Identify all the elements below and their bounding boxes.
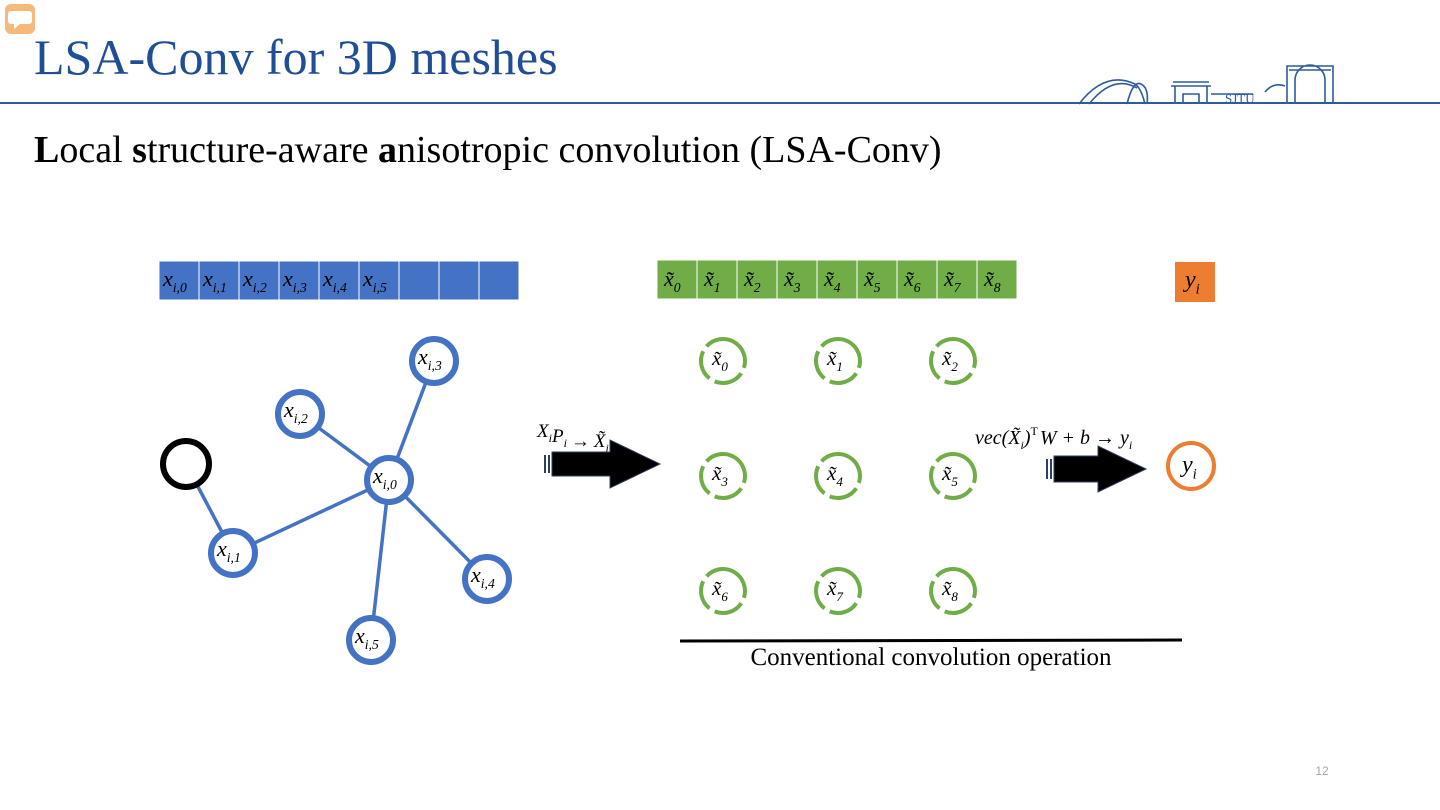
input-cell-label-0: xi,0: [162, 266, 187, 295]
graph-node-label-4: xi,4: [470, 562, 495, 591]
input-cell-label-4: xi,4: [322, 266, 347, 295]
subtitle-part-1: ocal: [59, 129, 133, 171]
output-cell-3: [776, 259, 818, 300]
input-cell-label-5: xi,5: [362, 266, 387, 295]
grid-node-label-4: x̃4: [826, 461, 843, 489]
grid-node-label-5: x̃5: [941, 461, 958, 489]
subtitle-part-3: tructure-aware: [146, 129, 378, 171]
subtitle-part-2: s: [132, 129, 147, 171]
graph-node-label-3: xi,3: [417, 344, 442, 373]
page-number: 12: [1315, 764, 1329, 778]
input-cell-4: [318, 260, 360, 301]
graph-node-label-0: xi,0: [372, 463, 397, 492]
input-cell-8: [478, 260, 520, 301]
input-cell-label-1: xi,1: [202, 266, 227, 295]
grid-node-label-3: x̃3: [711, 461, 728, 489]
graph-node-3: [409, 336, 459, 386]
subtitle-part-4: a: [377, 129, 397, 171]
grid-underline: [679, 638, 1183, 643]
grid-node-label-2: x̃2: [941, 346, 958, 374]
output-cell-4: [816, 259, 858, 300]
grid-node-label-8: x̃8: [941, 576, 958, 604]
input-cell-2: [238, 260, 280, 301]
grid-node-6: [699, 567, 747, 615]
subtitle-part-5: nisotropic convolution (LSA-Conv): [396, 129, 942, 171]
graph-node-label-1: xi,1: [216, 536, 241, 565]
input-cell-7: [438, 260, 480, 301]
output-cell-label-1: x̃1: [703, 266, 721, 295]
grid-node-5: [929, 452, 977, 500]
output-cell-label-6: x̃6: [903, 266, 921, 295]
slide-subtitle: Local structure-aware anisotropic convol…: [34, 128, 942, 172]
graph-edges: [184, 360, 489, 641]
output-cell-1: [696, 259, 738, 300]
grid-node-label-0: x̃0: [711, 346, 728, 374]
caption-conventional-convolution: Conventional convolution operation: [750, 644, 1112, 671]
grid-node-1: [814, 337, 862, 385]
output-box-rect: [1175, 262, 1215, 302]
grid-node-label-7: x̃7: [826, 576, 843, 604]
grid-node-label-1: x̃1: [826, 346, 843, 374]
output-node-label: yi: [1180, 452, 1197, 483]
conv-arrow: [1046, 445, 1148, 493]
output-node-circle: [1166, 441, 1216, 491]
graph-node-2: [275, 389, 325, 439]
graph-node-label-5: xi,5: [354, 623, 379, 652]
output-cell-label-8: x̃8: [983, 266, 1001, 295]
output-cell-label-0: x̃0: [663, 266, 681, 295]
slide-title: LSA-Conv for 3D meshes: [34, 29, 558, 85]
grid-node-0: [699, 337, 747, 385]
edge-0-1: [232, 478, 390, 555]
graph-node-0: [364, 455, 414, 505]
output-box: yi: [1175, 262, 1215, 302]
edge-0-5: [369, 479, 391, 641]
chat-bubble-icon: [5, 4, 35, 34]
graph-node-5: [346, 615, 396, 665]
output-cell-label-5: x̃5: [863, 266, 881, 295]
grid-node-8: [929, 567, 977, 615]
output-cell-label-4: x̃4: [823, 266, 841, 295]
grid-nodes: x̃0 x̃1 x̃2 x̃3 x̃4 x̃5 x̃6 x̃7 x̃8: [699, 337, 977, 615]
input-cell-6: [398, 260, 440, 301]
transform-label: XiPi→X̃i: [536, 421, 609, 455]
grid-node-2: [929, 337, 977, 385]
input-cell-label-2: xi,2: [242, 266, 267, 295]
subtitle-part-0: L: [34, 129, 60, 171]
transform-arrow: [544, 439, 662, 489]
grid-node-4: [814, 452, 862, 500]
output-cell-label-2: x̃2: [743, 266, 761, 295]
output-node: yi: [1166, 441, 1216, 491]
input-cell-0: [158, 260, 200, 301]
output-cell-label-3: x̃3: [783, 266, 801, 295]
grid-node-7: [814, 567, 862, 615]
header-divider: [0, 102, 1440, 104]
graph-node-4: [462, 554, 512, 604]
input-cell-label-3: xi,3: [282, 266, 307, 295]
graph-nodes: xi,0 xi,1 xi,2 xi,3 xi,4 xi,5: [208, 336, 512, 665]
unlabeled-node: [160, 438, 212, 490]
output-feature-vector: x̃0 x̃1 x̃2 x̃3 x̃4 x̃5 x̃6 x̃7 x̃8: [656, 259, 1018, 300]
graph-node-1: [208, 528, 258, 578]
input-cell-1: [198, 260, 240, 301]
transform-formula: XiPi→X̃i: [536, 421, 609, 455]
input-feature-vector: xi,0 xi,1 xi,2 xi,3 xi,4 xi,5: [158, 260, 520, 301]
output-cell-8: [976, 259, 1018, 300]
output-box-label: yi: [1183, 267, 1200, 298]
grid-node-3: [699, 452, 747, 500]
graph-node-label-2: xi,2: [283, 397, 308, 426]
grid-node-label-6: x̃6: [711, 576, 728, 604]
output-cell-label-7: x̃7: [943, 266, 962, 295]
